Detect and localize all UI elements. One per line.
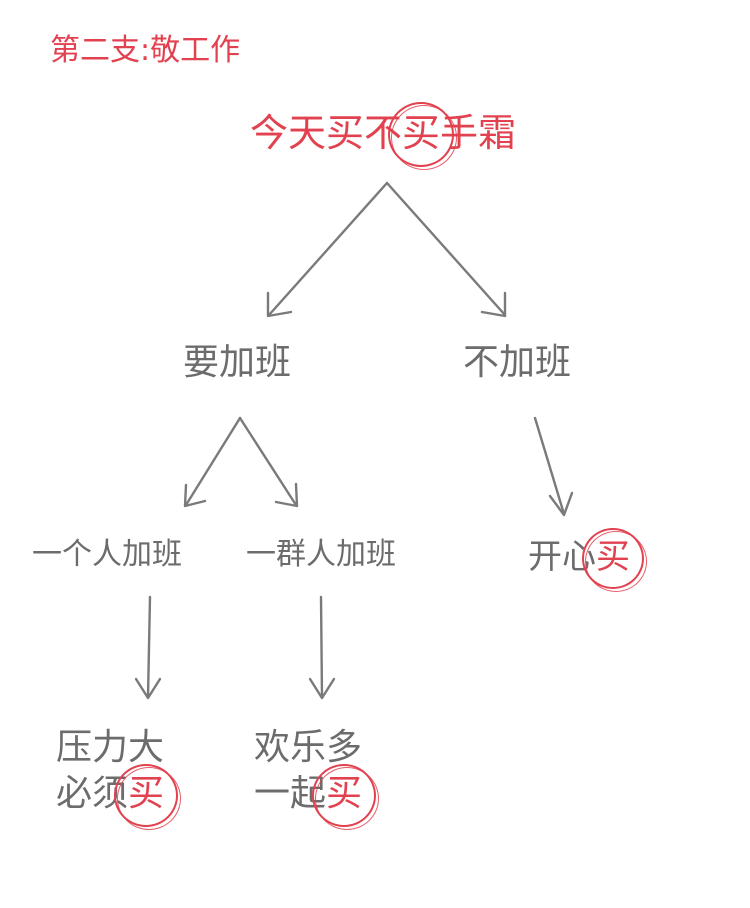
node-no-overtime: 不加班 <box>463 342 572 383</box>
circled-buy-mark: 买 <box>388 102 458 170</box>
diagram-label: 第二支:敬工作 <box>50 33 241 68</box>
root-node-tail: 手霜 <box>440 111 517 155</box>
root-node-text: 今天买不 <box>250 111 403 155</box>
node-overtime: 要加班 <box>183 342 292 383</box>
arrow-root-to-no-overtime <box>385 181 507 318</box>
arrow-group-to-result <box>308 595 336 700</box>
arrow-root-to-overtime <box>266 181 389 318</box>
node-group-overtime: 一群人加班 <box>246 537 396 572</box>
node-alone-overtime: 一个人加班 <box>32 537 182 572</box>
circled-buy-mark: 买 <box>114 764 182 830</box>
node-happy: 开心买 <box>528 528 647 592</box>
circled-buy-mark: 买 <box>582 528 647 592</box>
result-group-text: 一起 <box>254 773 327 814</box>
circled-buy-mark: 买 <box>312 764 380 830</box>
arrow-no-overtime-to-happy <box>533 416 574 517</box>
result-alone-line2: 必须买 <box>56 764 182 830</box>
result-group-line2: 一起买 <box>254 764 380 830</box>
result-alone-text: 必须 <box>56 773 129 814</box>
result-alone-line1: 压力大 <box>56 727 165 768</box>
result-group-line1: 欢乐多 <box>254 727 363 768</box>
arrow-overtime-to-alone <box>183 416 242 508</box>
arrow-overtime-to-group <box>238 416 299 508</box>
node-happy-text: 开心 <box>528 537 596 577</box>
arrow-alone-to-result <box>134 595 162 700</box>
root-node: 今天买不买手霜 <box>250 102 517 170</box>
